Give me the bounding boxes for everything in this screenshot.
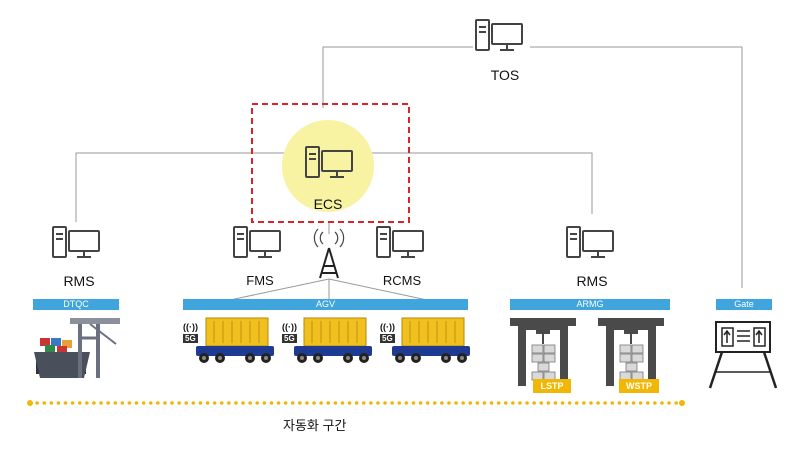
wstp-tag: WSTP	[619, 379, 659, 393]
tos-to-ecs-line	[322, 46, 473, 108]
agv1-signal-icon: ((·))	[183, 322, 198, 332]
rms-right-computer-icon	[566, 226, 614, 258]
zone-end-dot	[679, 400, 685, 406]
ecs-to-rms-left-line	[75, 152, 285, 222]
agv-vehicle-2	[294, 317, 372, 363]
ecs-dashed-frame	[251, 103, 410, 223]
gate-icon	[708, 321, 778, 389]
quay-crane-ship-icon	[34, 318, 120, 378]
zone-start-dot	[27, 400, 33, 406]
agv-bar: AGV	[183, 299, 468, 310]
agv2-5g-badge: 5G	[282, 334, 297, 343]
automation-zone-label: 자동화 구간	[283, 418, 347, 433]
rms-right-label: RMS	[576, 273, 608, 289]
ecs-highlight-circle	[282, 120, 374, 212]
ecs-computer-icon	[305, 146, 353, 178]
agv-vehicle-3	[392, 317, 470, 363]
agv-vehicle-1	[196, 317, 274, 363]
dtqc-bar: DTQC	[33, 299, 119, 310]
tos-to-gate-line	[530, 46, 743, 288]
fms-label: FMS	[246, 273, 274, 288]
gate-bar: Gate	[716, 299, 772, 310]
agv1-5g-badge: 5G	[183, 334, 198, 343]
agv3-signal-icon: ((·))	[380, 322, 395, 332]
5g-tower-icon	[313, 228, 345, 279]
armg-crane-1	[510, 318, 576, 386]
agv2-signal-icon: ((·))	[282, 322, 297, 332]
rcms-label: RCMS	[382, 273, 422, 288]
agv3-5g-badge: 5G	[380, 334, 395, 343]
tower-to-agv-left-line	[229, 278, 330, 301]
tos-label: TOS	[490, 67, 520, 83]
fms-computer-icon	[233, 226, 281, 258]
armg-crane-2	[598, 318, 664, 386]
lstp-tag: LSTP	[533, 379, 571, 393]
ecs-label: ECS	[313, 196, 343, 212]
tower-to-agv-right-line	[328, 278, 428, 301]
armg-bar: ARMG	[510, 299, 670, 310]
rms-left-computer-icon	[52, 226, 100, 258]
connector-lines	[75, 46, 743, 301]
tos-computer-icon	[475, 19, 523, 51]
rcms-computer-icon	[376, 226, 424, 258]
rms-left-label: RMS	[63, 273, 95, 289]
ecs-to-rms-right-line	[363, 152, 593, 214]
